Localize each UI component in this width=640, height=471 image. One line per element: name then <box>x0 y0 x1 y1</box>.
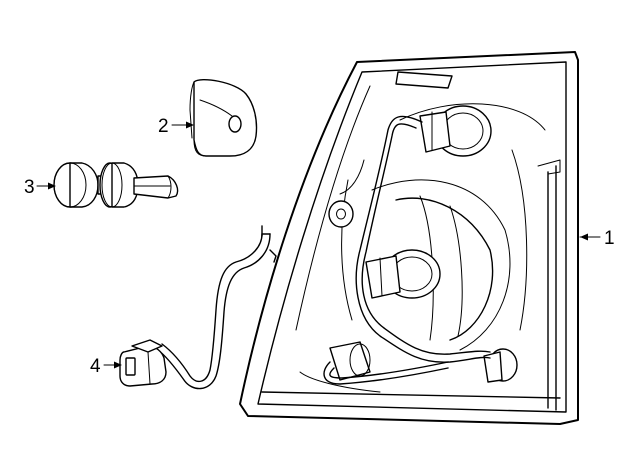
callout-3: 3 <box>24 177 56 198</box>
tail-lamp-assembly <box>239 51 579 425</box>
callout-number-1: 1 <box>604 228 615 249</box>
mounting-bolt <box>53 162 179 208</box>
wiring-pigtail <box>119 225 277 390</box>
callout-number-2: 2 <box>158 116 169 137</box>
arrowhead-icon <box>114 361 122 369</box>
arrowhead-icon <box>48 182 56 190</box>
callout-2: 2 <box>158 116 194 137</box>
arrowhead-icon <box>580 233 588 241</box>
mounting-pad <box>189 78 258 157</box>
callout-1: 1 <box>579 228 615 249</box>
callout-4: 4 <box>90 356 122 377</box>
callout-number-4: 4 <box>90 356 101 377</box>
callout-number-3: 3 <box>24 177 35 198</box>
arrowhead-icon <box>186 121 194 129</box>
